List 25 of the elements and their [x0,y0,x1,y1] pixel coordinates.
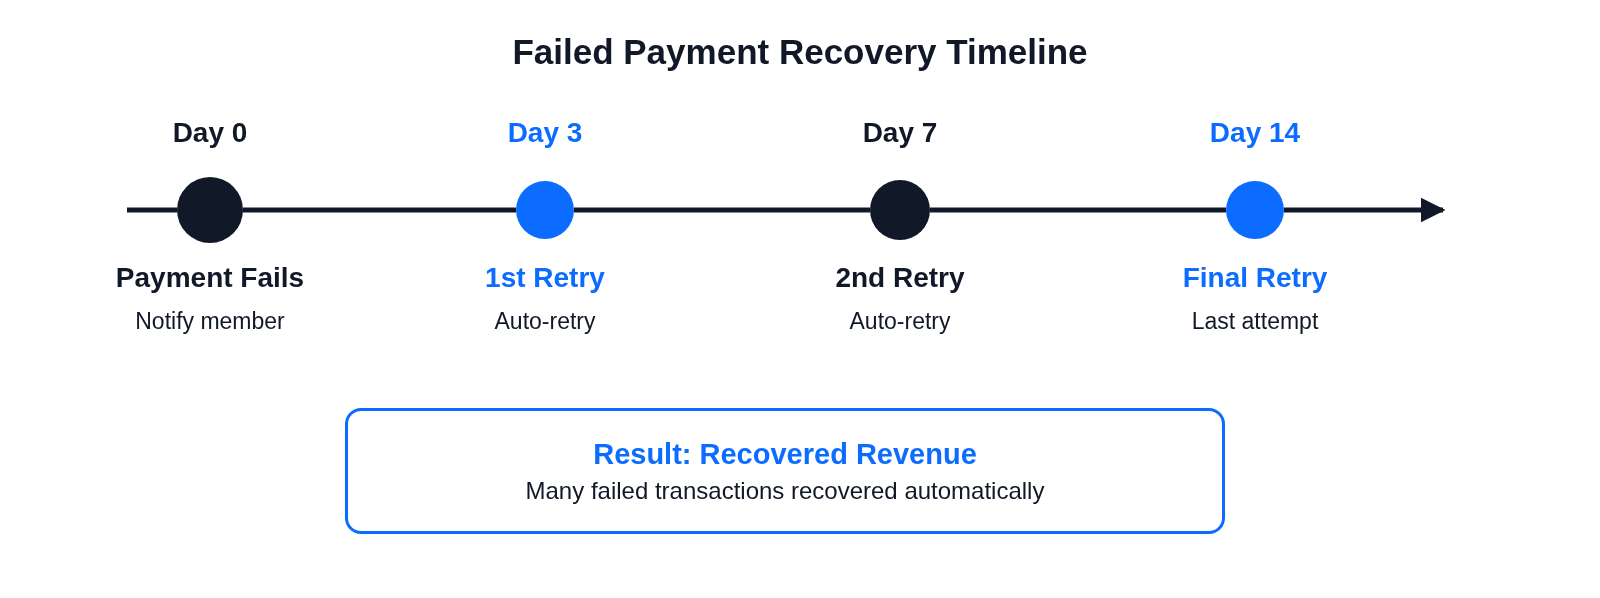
step-description: Notify member [135,308,285,335]
result-heading: Result: Recovered Revenue [593,437,977,471]
day-label: Day 14 [1209,117,1301,149]
step-title: Final Retry [1182,262,1328,294]
step-title: 1st Retry [485,262,605,294]
day-label: Day 7 [862,117,938,149]
timeline-line [1284,197,1446,223]
timeline-marker [177,177,243,243]
step-description: Last attempt [1191,308,1319,335]
timeline-marker [516,181,574,239]
timeline-line [574,207,870,213]
timeline-line [243,207,516,213]
day-label: Day 0 [172,117,248,149]
step-description: Auto-retry [849,308,951,335]
timeline-marker [870,180,930,240]
timeline-line [127,207,177,213]
timeline-line [930,207,1226,213]
step-title: Payment Fails [115,262,305,294]
day-label: Day 3 [507,117,583,149]
step-title: 2nd Retry [835,262,965,294]
title: Failed Payment Recovery Timeline [512,32,1088,72]
result-box [345,408,1225,534]
step-description: Auto-retry [494,308,596,335]
timeline-marker [1226,181,1284,239]
result-description: Many failed transactions recovered automatically [525,476,1045,505]
